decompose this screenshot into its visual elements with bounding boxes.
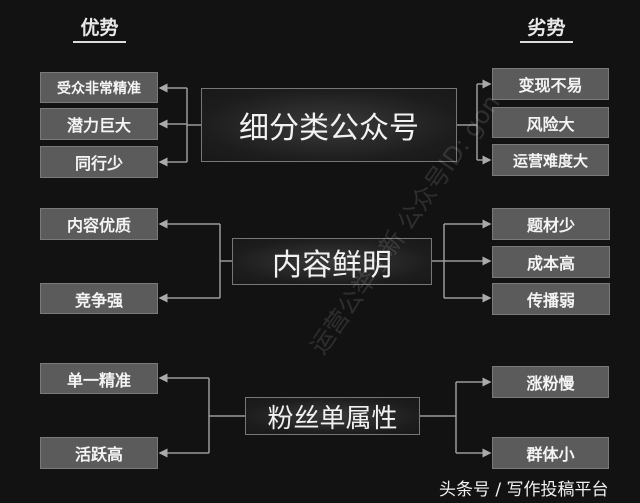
disadvantage-box: 变现不易 [492, 68, 609, 100]
disadvantage-box: 运营难度大 [492, 144, 609, 176]
disadvantage-box: 传播弱 [492, 283, 610, 315]
disadvantages-heading: 劣势 [520, 17, 573, 43]
advantage-box: 活跃高 [40, 437, 158, 469]
disadvantage-box: 题材少 [492, 208, 610, 240]
center-topic: 内容鲜明 [232, 238, 432, 285]
disadvantage-box: 涨粉慢 [492, 366, 609, 398]
advantage-box: 内容优质 [40, 208, 158, 240]
disadvantage-box: 风险大 [492, 107, 609, 138]
center-topic: 粉丝单属性 [245, 397, 420, 435]
advantages-heading: 优势 [73, 17, 126, 43]
advantage-box: 单一精准 [40, 363, 158, 394]
disadvantage-box: 成本高 [492, 246, 610, 278]
disadvantage-box: 群体小 [492, 437, 609, 469]
advantage-box: 竞争强 [40, 283, 158, 314]
advantage-box: 同行少 [40, 146, 158, 178]
footer-credit: 头条号 / 写作投稿平台 [439, 480, 609, 500]
center-topic: 细分类公众号 [201, 88, 457, 162]
advantage-box: 潜力巨大 [40, 108, 158, 140]
advantage-box: 受众非常精准 [40, 72, 158, 103]
